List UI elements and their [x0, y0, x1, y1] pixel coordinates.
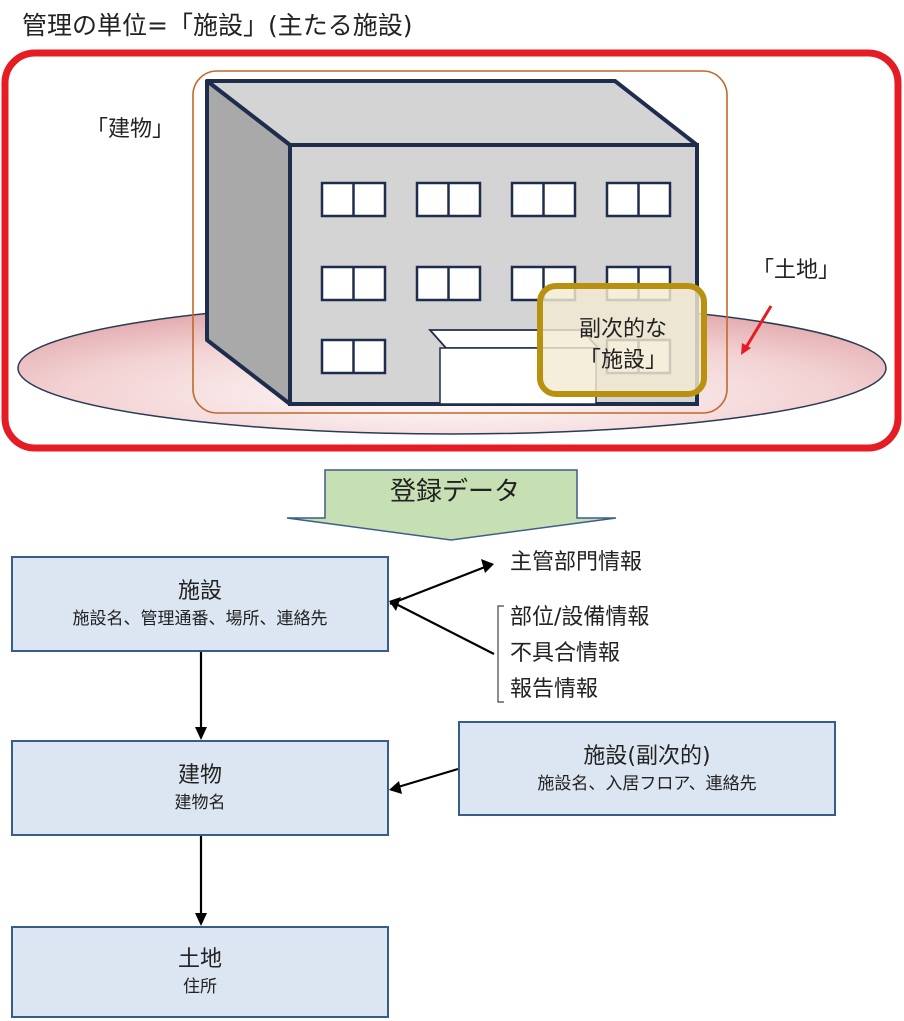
facility-box-fields: 施設名、管理通番、場所、連絡先	[72, 609, 328, 629]
building-box-title: 建物	[177, 763, 222, 788]
secondary-facility-outline	[537, 283, 707, 397]
land-box: 土地 住所	[11, 926, 389, 1018]
building-label: 「建物」	[86, 117, 175, 142]
land-label: 「土地」	[752, 258, 841, 283]
secondary-facility-box-title: 施設(副次的)	[583, 743, 711, 769]
secondary-facility-box-fields: 施設名、入居フロア、連絡先	[537, 773, 757, 794]
building-box: 建物 建物名	[11, 740, 389, 836]
facility-box-title: 施設	[177, 579, 222, 604]
facility-box: 施設 施設名、管理通番、場所、連絡先	[11, 556, 389, 652]
flow-connectors	[199, 565, 495, 917]
page-title: 管理の単位=「施設」(主たる施設)	[22, 11, 413, 40]
related-info-item: 部位/設備情報	[510, 605, 650, 630]
land-box-fields: 住所	[183, 977, 217, 997]
arrow-head-building-land	[195, 913, 207, 926]
related-info-item: 不具合情報	[510, 641, 621, 666]
registration-arrow-label: 登録データ	[389, 477, 520, 507]
related-info-item: 報告情報	[510, 677, 599, 702]
arrow-head-to-building	[389, 781, 402, 794]
registration-arrow-shape	[286, 469, 617, 541]
secondary-facility-label-line1: 副次的な	[578, 317, 667, 342]
arrow-head-to-facility	[389, 597, 401, 611]
arrow-head-facility-building	[195, 727, 207, 740]
building-outline	[192, 70, 728, 414]
land-pointer-arrow	[743, 305, 773, 350]
arrow-head-department	[481, 559, 494, 573]
secondary-facility-box: 施設(副次的) 施設名、入居フロア、連絡先	[458, 721, 836, 816]
department-info: 主管部門情報	[510, 550, 643, 575]
main-facility-frame	[1, 49, 902, 452]
secondary-facility-label-line2: 「施設」	[578, 348, 667, 373]
info-bracket	[497, 605, 504, 703]
land-box-title: 土地	[177, 947, 222, 972]
building-box-fields: 建物名	[174, 793, 226, 813]
